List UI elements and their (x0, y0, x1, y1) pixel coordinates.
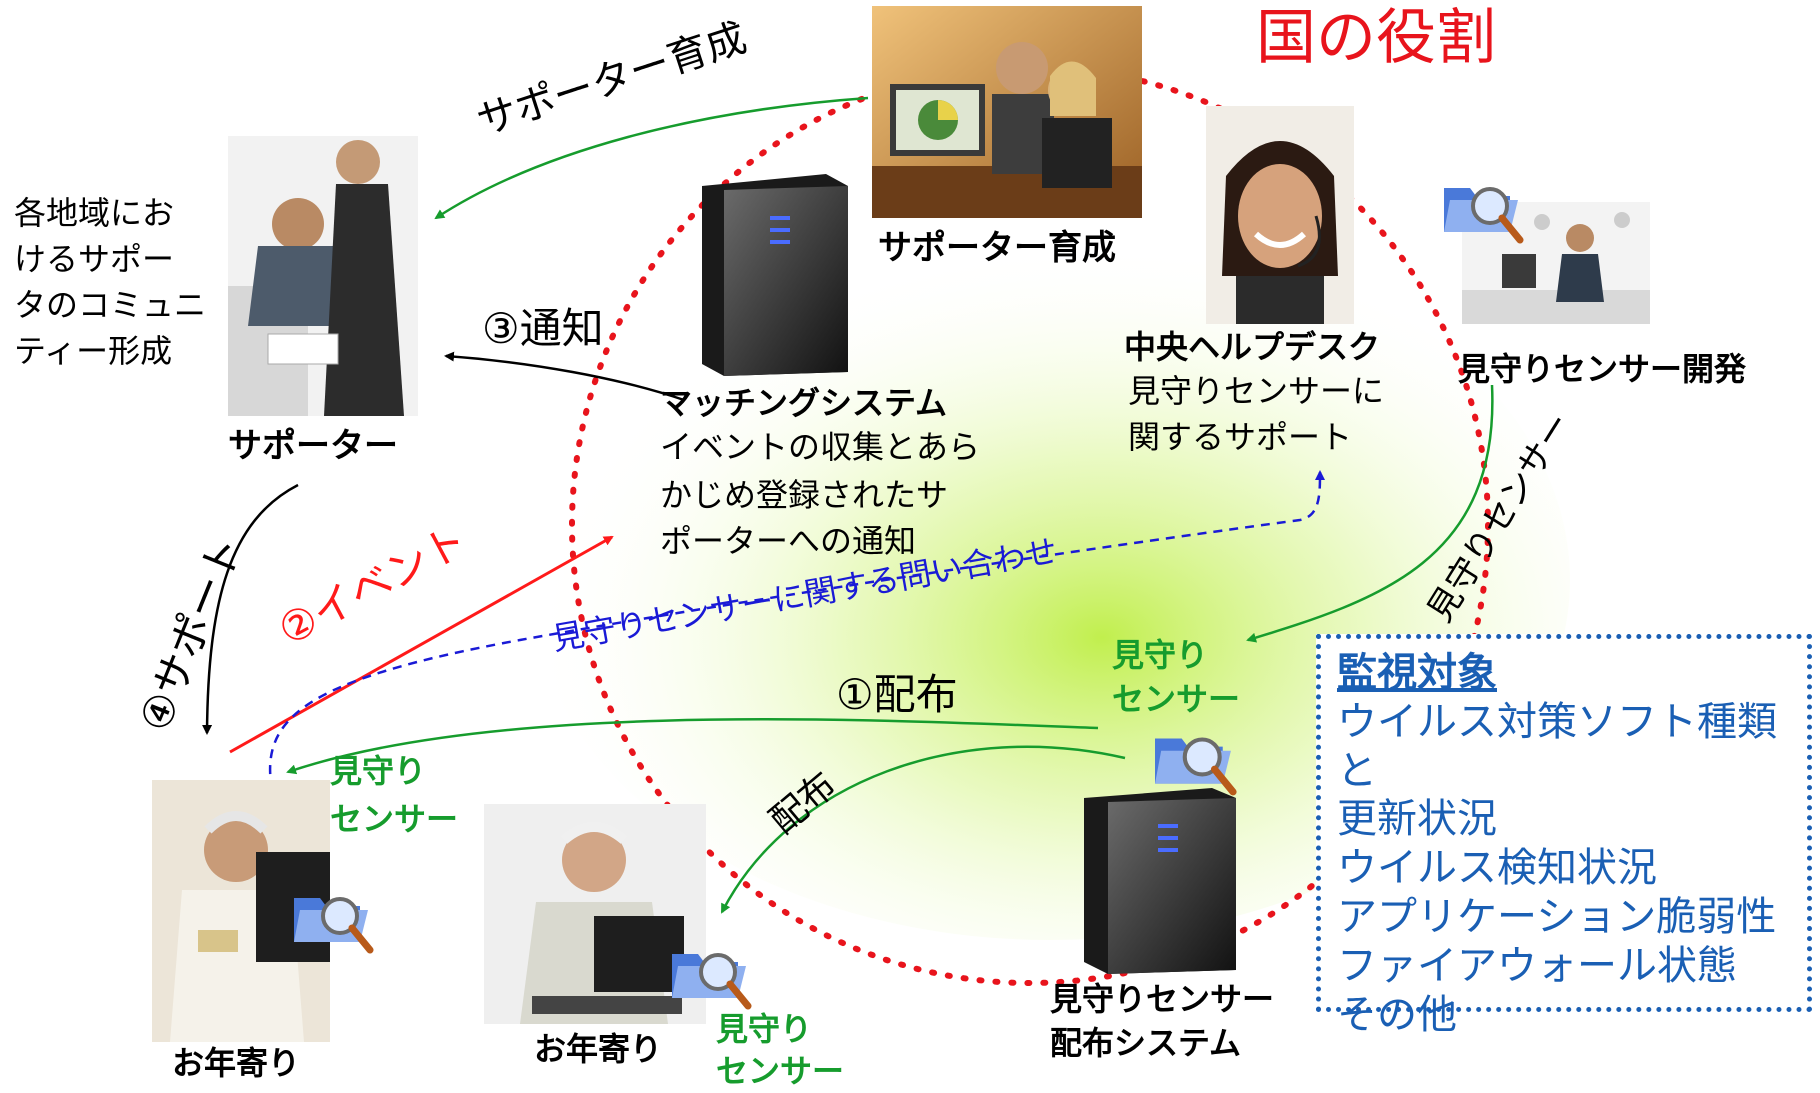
helpdesk-photo (1206, 106, 1354, 324)
background-glow (530, 220, 1570, 940)
sensor-bottom-label-1: 見守り (716, 1010, 813, 1048)
helpdesk-title: 中央ヘルプデスク (1124, 328, 1381, 366)
folder-search-icon (290, 880, 374, 956)
sensor-left-label-2: センサー (330, 800, 459, 838)
dist-system-label-2: 配布システム (1050, 1024, 1242, 1062)
elderly-photo-2 (484, 804, 706, 1024)
dist-system-label-1: 見守りセンサー (1050, 980, 1275, 1018)
elderly-label-2: お年寄り (534, 1030, 663, 1068)
folder-search-icon (668, 936, 752, 1012)
inquiry-arrow (268, 470, 1325, 791)
matching-desc-1: イベントの収集とあら (660, 428, 981, 466)
helpdesk-desc-2: 関するサポート (1128, 418, 1353, 456)
monitoring-item: ウイルス検知状況 (1337, 845, 1657, 892)
elderly-label-1: お年寄り (172, 1044, 301, 1082)
sensor-dev-arrow (1246, 384, 1494, 643)
distribute-arrow-1 (286, 718, 1099, 775)
monitoring-item: ファイアウォール状態 (1337, 942, 1737, 989)
monitoring-targets-box: 監視対象 ウイルス対策ソフト種類と 更新状況 ウイルス検知状況 アプリケーション… (1316, 634, 1812, 1038)
notify-arrow (444, 351, 685, 402)
matching-system-title: マッチングシステム (660, 384, 948, 422)
folder-search-icon (1440, 170, 1524, 246)
monitoring-item: 更新状況 (1337, 796, 1497, 843)
distribution-server-icon (1078, 784, 1242, 978)
community-label-4: ティー形成 (14, 332, 173, 370)
community-label-2: けるサポー (14, 240, 175, 278)
monitoring-item: その他 (1337, 991, 1457, 1038)
page-title: 国の役割 (1256, 3, 1496, 73)
monitoring-item: ウイルス対策ソフト種類と (1337, 698, 1777, 794)
monitoring-item: アプリケーション脆弱性 (1337, 893, 1777, 940)
community-label-3: タのコミュニ (14, 286, 207, 324)
training-photo (872, 6, 1142, 218)
distribute-arrow-2 (720, 745, 1126, 914)
sensor-dev-label: 見守りセンサー開発 (1458, 350, 1747, 388)
sensor-mid-label-1: 見守り (1112, 636, 1209, 674)
sensor-dev-photo (1462, 202, 1650, 324)
training-arrow (434, 96, 869, 220)
matching-desc-3: ポーターへの通知 (660, 522, 917, 560)
notify-label: ③通知 (482, 304, 604, 353)
community-label-1: 各地域にお (14, 194, 175, 232)
sensor-left-label-1: 見守り (330, 752, 427, 790)
distribute-label-1: ①配布 (836, 670, 958, 719)
supporter-photo (228, 136, 418, 416)
monitoring-targets-title: 監視対象 (1337, 650, 1497, 696)
folder-search-icon (1150, 720, 1238, 798)
supporter-training-photo-label: サポーター育成 (878, 228, 1116, 268)
support-arrow (202, 483, 299, 735)
supporter-label: サポーター (228, 426, 398, 466)
matching-server-icon (694, 170, 854, 380)
helpdesk-desc-1: 見守りセンサーに (1128, 372, 1385, 410)
sensor-bottom-label-2: センサー (716, 1052, 845, 1090)
matching-desc-2: かじめ登録されたサ (660, 476, 949, 514)
sensor-mid-label-2: センサー (1112, 680, 1241, 718)
